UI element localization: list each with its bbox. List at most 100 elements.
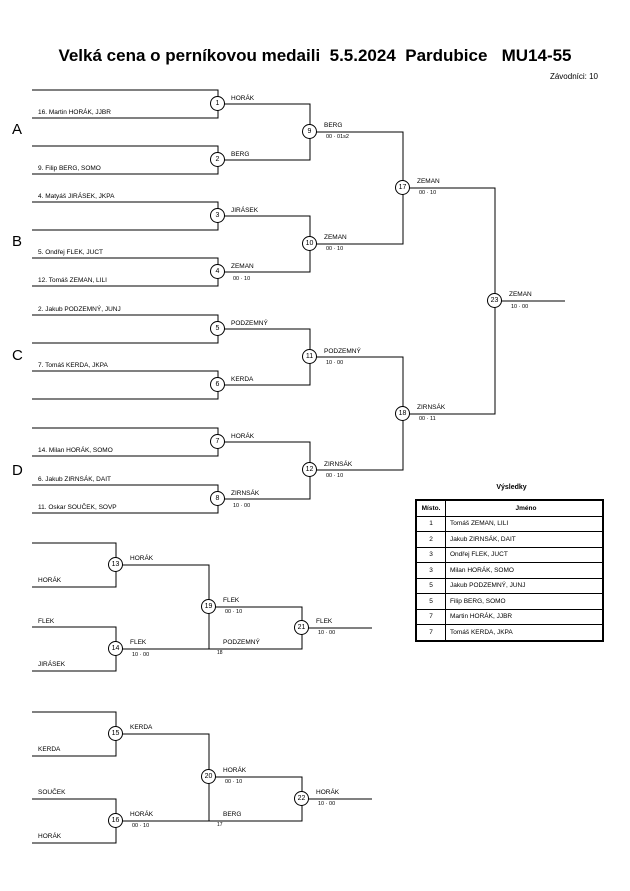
match-number: 10	[302, 236, 317, 251]
loser-entry: BERG	[223, 811, 242, 818]
match-number: 15	[108, 726, 123, 741]
competitor-count: Závodníci: 10	[549, 72, 598, 81]
match-winner: KERDA	[130, 724, 153, 731]
match-score: 10 · 00	[233, 503, 251, 509]
place-cell: 1	[415, 515, 446, 532]
match-winner: HORÁK	[231, 433, 255, 440]
name-cell: Milan HORÁK, SOMO	[445, 562, 604, 579]
group-label: A	[12, 121, 23, 138]
match-winner: HORÁK	[223, 767, 247, 774]
group-label: D	[12, 462, 23, 479]
place-cell: 3	[415, 562, 446, 579]
column-header: Místo.	[415, 499, 446, 517]
match-number: 14	[108, 641, 123, 656]
match-number: 22	[294, 791, 309, 806]
match-score: 00 · 10	[225, 609, 243, 615]
match-winner: PODZEMNÝ	[231, 320, 268, 327]
match-winner: JIRÁSEK	[231, 207, 259, 214]
group-label: B	[12, 233, 23, 250]
match-number: 21	[294, 620, 309, 635]
match-score: 00 · 10	[419, 190, 437, 196]
match-number: 17	[395, 180, 410, 195]
repechage-entry: JIRÁSEK	[38, 661, 66, 668]
match-number: 12	[302, 462, 317, 477]
entry-name: 11. Oskar SOUČEK, SOVP	[38, 504, 117, 511]
match-winner: FLEK	[316, 618, 333, 625]
match-number: 20	[201, 769, 216, 784]
match-winner: ZIRNSÁK	[417, 404, 446, 411]
column-header: Jméno	[445, 499, 604, 517]
match-winner: ZEMAN	[509, 291, 532, 298]
loser-source: 18	[217, 650, 223, 656]
loser-entry: PODZEMNÝ	[223, 639, 260, 646]
name-cell: Jakub PODZEMNÝ, JUNJ	[445, 577, 604, 594]
page-title: Velká cena o perníkovou medaili 5.5.2024…	[58, 46, 572, 65]
repechage-entry: HORÁK	[38, 577, 62, 584]
place-cell: 5	[415, 577, 446, 594]
name-cell: Tomáš KERDA, JKPA	[445, 624, 604, 641]
match-number: 7	[210, 434, 225, 449]
entry-name: 5. Ondřej FLEK, JUCT	[38, 249, 104, 256]
match-winner: HORÁK	[231, 95, 255, 102]
repechage-entry: SOUČEK	[38, 789, 66, 796]
match-number: 9	[302, 124, 317, 139]
match-score: 10 · 00	[318, 801, 336, 807]
match-number: 4	[210, 264, 225, 279]
match-winner: ZEMAN	[231, 263, 254, 270]
match-number: 23	[487, 293, 502, 308]
match-score: 00 · 10	[326, 246, 344, 252]
entry-name: 14. Milan HORÁK, SOMO	[38, 447, 113, 454]
name-cell: Ondřej FLEK, JUCT	[445, 546, 604, 563]
repechage-entry: FLEK	[38, 618, 55, 625]
match-winner: HORÁK	[130, 555, 154, 562]
match-number: 3	[210, 208, 225, 223]
match-score: 10 · 00	[511, 304, 529, 310]
table-header-row: Místo. Jméno	[415, 499, 604, 517]
match-score: 00 · 10	[132, 823, 150, 829]
match-score: 10 · 00	[318, 630, 336, 636]
match-number: 16	[108, 813, 123, 828]
place-cell: 5	[415, 593, 446, 610]
match-winner: FLEK	[223, 597, 240, 604]
name-cell: Jakub ZIRNSÁK, DAIT	[445, 531, 604, 548]
match-winner: KERDA	[231, 376, 254, 383]
entry-name: 2. Jakub PODZEMNÝ, JUNJ	[38, 306, 121, 313]
match-number: 11	[302, 349, 317, 364]
place-cell: 2	[415, 531, 446, 548]
match-score: 00 · 10	[225, 779, 243, 785]
match-winner: ZIRNSÁK	[231, 490, 260, 497]
match-score: 10 · 00	[326, 360, 344, 366]
group-label: C	[12, 347, 23, 364]
entry-name: 6. Jakub ZIRNSÁK, DAIT	[38, 476, 111, 483]
match-winner: ZEMAN	[417, 178, 440, 185]
match-winner: ZEMAN	[324, 234, 347, 241]
match-score: 00 · 10	[233, 276, 251, 282]
match-winner: BERG	[324, 122, 343, 129]
match-number: 18	[395, 406, 410, 421]
match-winner: FLEK	[130, 639, 147, 646]
match-score: 00 · 01s2	[326, 134, 349, 140]
place-cell: 3	[415, 546, 446, 563]
entry-name: 4. Matyáš JIRÁSEK, JKPA	[38, 193, 115, 200]
match-winner: HORÁK	[316, 789, 340, 796]
match-number: 13	[108, 557, 123, 572]
results-title: Výsledky	[496, 484, 527, 491]
repechage-entry: HORÁK	[38, 833, 62, 840]
name-cell: Martin HORÁK, JJBR	[445, 608, 604, 625]
entry-name: 9. Filip BERG, SOMO	[38, 165, 101, 172]
match-number: 8	[210, 491, 225, 506]
name-cell: Filip BERG, SOMO	[445, 593, 604, 610]
repechage-entry: KERDA	[38, 746, 61, 753]
entry-name: 7. Tomáš KERDA, JKPA	[38, 362, 108, 369]
entry-name: 16. Martin HORÁK, JJBR	[38, 109, 111, 116]
match-number: 19	[201, 599, 216, 614]
name-cell: Tomáš ZEMAN, LILI	[445, 515, 604, 532]
